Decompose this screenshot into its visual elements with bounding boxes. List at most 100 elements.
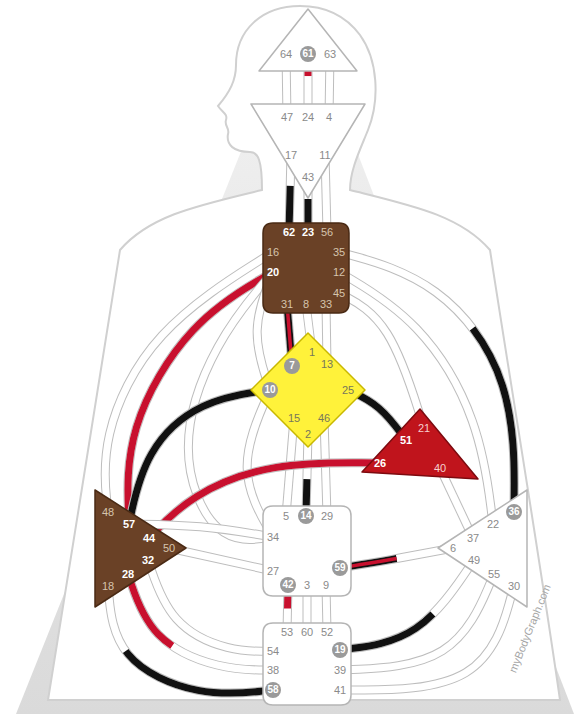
gate-number: 16 (267, 247, 279, 258)
gate-number: 30 (508, 581, 520, 592)
channel-body (108, 586, 273, 693)
gate-number: 11 (319, 150, 330, 161)
center-outline (263, 623, 351, 705)
channel-body (340, 548, 453, 568)
gate-number: 27 (267, 566, 279, 577)
gate-number: 38 (267, 665, 279, 676)
channel (169, 548, 273, 571)
gate-number: 25 (342, 385, 354, 396)
gate-number: 64 (280, 49, 292, 60)
gate-number: 12 (333, 267, 345, 278)
gate-number: 47 (281, 112, 293, 123)
gate-number: 58 (265, 682, 281, 698)
channel-body (339, 272, 493, 524)
channel (339, 272, 493, 524)
gate-number: 6 (450, 543, 456, 554)
sacral-center: 514293427594239 (262, 505, 352, 597)
gate-number: 31 (281, 299, 293, 310)
channel-outline (128, 574, 273, 670)
gate-number: 13 (321, 359, 333, 370)
center-outline (251, 333, 365, 447)
gate-number: 18 (102, 581, 114, 592)
gate-number: 62 (283, 227, 295, 238)
throat-center: 622356163520124531833 (262, 222, 350, 314)
channel-outline (340, 586, 514, 690)
gate-number: 22 (487, 519, 499, 530)
channel-outline (169, 548, 273, 571)
channel-body (340, 574, 494, 670)
channel (340, 586, 514, 690)
channel (340, 574, 494, 670)
center-outline (263, 506, 351, 596)
heart-center: 21512640 (360, 408, 480, 482)
channel-outline (340, 548, 453, 568)
gate-number: 49 (468, 555, 480, 566)
gate-number: 24 (302, 112, 314, 123)
gate-number: 42 (280, 577, 296, 593)
ajna-center: 47244171143 (250, 103, 366, 199)
gate-number: 50 (163, 543, 175, 554)
center-shape (360, 408, 480, 482)
aura-cone (16, 4, 574, 714)
head-center: 64 61 63 (258, 8, 358, 72)
gate-number: 4 (326, 112, 332, 123)
root-center: 53 60 52 54 19 38 39 58 41 (262, 622, 352, 706)
gate-number: 32 (142, 555, 154, 566)
gate-number: 37 (467, 533, 479, 544)
channel-outline (108, 586, 273, 693)
gate-number: 54 (267, 646, 279, 657)
gate-number: 43 (302, 172, 314, 183)
spleen-center: 48574450322818 (93, 488, 189, 610)
channel (340, 548, 453, 568)
gate-number: 48 (102, 507, 114, 518)
center-shape (258, 8, 358, 72)
gate-number: 5 (283, 511, 289, 522)
gate-number: 3 (304, 580, 310, 591)
gate-number: 26 (374, 458, 386, 469)
gate-number: 55 (488, 569, 500, 580)
gate-number: 41 (334, 685, 346, 696)
channel-activation (340, 548, 453, 568)
gate-number: 52 (321, 627, 333, 638)
gate-number: 39 (334, 665, 346, 676)
gate-number: 44 (143, 533, 155, 544)
gate-number: 28 (122, 569, 134, 580)
gate-number: 40 (434, 463, 446, 474)
gate-number: 34 (267, 532, 279, 543)
gate-number: 59 (332, 560, 348, 576)
gate-number: 35 (333, 247, 345, 258)
center-outline (95, 490, 186, 607)
gate-number: 19 (332, 642, 348, 658)
person-outline (48, 6, 560, 700)
gate-number: 23 (302, 227, 314, 238)
channel-activation (108, 586, 273, 693)
gate-number: 63 (324, 49, 336, 60)
center-outline (362, 409, 478, 479)
gate-number: 8 (303, 299, 309, 310)
g-center: 1713102515462 (250, 332, 366, 448)
gate-number: 20 (267, 267, 279, 278)
gate-number: 1 (309, 347, 315, 358)
gate-number: 46 (318, 413, 330, 424)
gate-number: 10 (262, 382, 278, 398)
center-outline (438, 490, 527, 607)
gate-number: 33 (320, 299, 332, 310)
channel-activation (340, 548, 453, 568)
gate-number: 61 (300, 46, 316, 62)
gate-number: 53 (281, 627, 293, 638)
gate-number: 7 (284, 358, 300, 374)
center-outline (251, 104, 365, 198)
channel-outline (339, 272, 493, 524)
channel-body (169, 548, 273, 571)
gate-number: 51 (400, 435, 412, 446)
channel (108, 586, 273, 693)
channel-outline (340, 574, 494, 670)
gate-number: 56 (321, 227, 333, 238)
gate-number: 29 (321, 511, 333, 522)
gate-number: 36 (506, 504, 522, 520)
channel-activation (128, 574, 273, 670)
gate-number: 60 (301, 627, 313, 638)
gate-number: 9 (323, 580, 329, 591)
